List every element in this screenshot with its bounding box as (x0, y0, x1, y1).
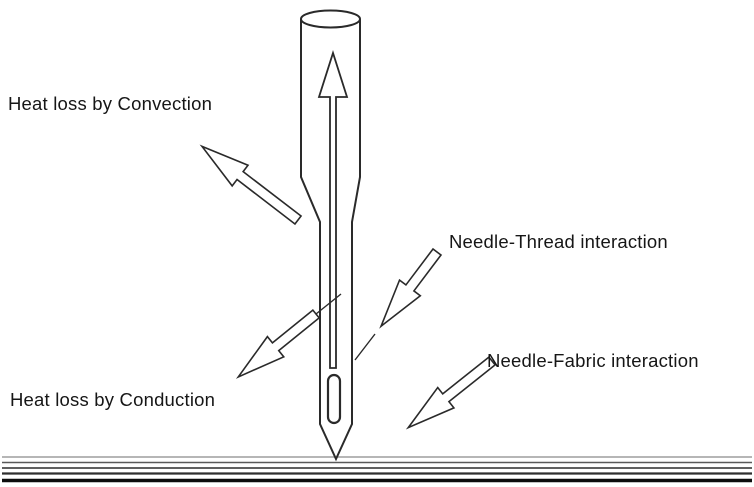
block-arrow-thread-icon (379, 247, 443, 329)
block-arrow-convection-icon (199, 144, 303, 226)
needle-fabric-label: Needle-Fabric interaction (487, 350, 699, 371)
convection-label: Heat loss by Convection (8, 93, 213, 114)
upward-arrow-icon (317, 50, 349, 369)
conduction-label: Heat loss by Conduction (10, 389, 216, 410)
needle-thread-label: Needle-Thread interaction (449, 231, 668, 252)
conduction-leader-line (315, 293, 342, 315)
block-arrow-fabric-icon (405, 355, 497, 430)
block-arrow-conduction-icon (235, 308, 321, 379)
needle-top-cap (300, 9, 361, 29)
thread-leader-line (354, 333, 376, 361)
fabric-layers-icon (2, 456, 752, 483)
needle-eye-icon (326, 373, 342, 425)
